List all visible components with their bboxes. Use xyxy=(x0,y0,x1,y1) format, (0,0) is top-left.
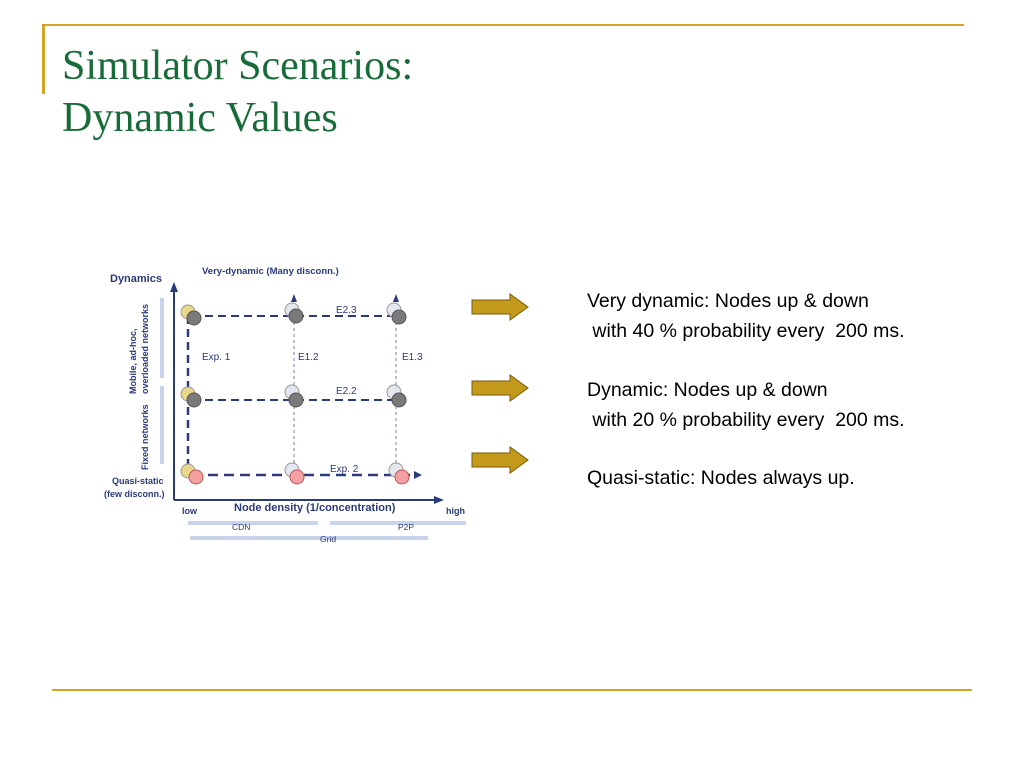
e13-label: E1.3 xyxy=(402,352,423,363)
node-mid-right xyxy=(391,392,407,408)
slide-title: Simulator Scenarios: Dynamic Values xyxy=(62,40,413,144)
e22-label: E2.2 xyxy=(336,386,357,397)
grid-range-bar xyxy=(190,536,428,540)
grid-label: Grid xyxy=(320,534,336,544)
legend-dynamic-line1: Dynamic: Nodes up & down xyxy=(587,379,828,401)
node-top-left xyxy=(186,310,202,326)
x-low-label: low xyxy=(182,506,198,516)
node-bot-right xyxy=(394,469,410,485)
bottom-accent-line xyxy=(52,689,972,691)
arrow-quasi-static-icon xyxy=(471,446,529,474)
legend-dynamic-line2: with 20 % probability every 200 ms. xyxy=(587,409,905,431)
node-bot-left xyxy=(188,469,204,485)
right-arrowhead xyxy=(393,294,399,302)
e12-label: E1.2 xyxy=(298,352,319,363)
exp2-label: Exp. 2 xyxy=(330,464,359,475)
x-high-label: high xyxy=(446,506,465,516)
legend-quasi-static-line1: Quasi-static: Nodes always up. xyxy=(587,467,855,489)
x-axis-arrowhead xyxy=(434,496,444,504)
node-top-mid xyxy=(288,308,304,324)
y-axis-title: Dynamics xyxy=(110,273,162,285)
y-side-label-lower: Fixed networks xyxy=(140,404,150,470)
legend-very-dynamic-line2: with 40 % probability every 200 ms. xyxy=(587,320,905,342)
p2p-range-bar xyxy=(330,521,466,525)
slide-title-line2: Dynamic Values xyxy=(62,95,338,141)
legend-dynamic: Dynamic: Nodes up & down with 20 % proba… xyxy=(587,375,905,435)
node-bot-mid xyxy=(289,469,305,485)
slide-title-line1: Simulator Scenarios: xyxy=(62,43,414,89)
arrow-very-dynamic-icon xyxy=(471,293,529,321)
mid-arrowhead xyxy=(291,294,297,302)
e23-label: E2.3 xyxy=(336,305,357,316)
cdn-label: CDN xyxy=(232,522,250,532)
top-accent-line xyxy=(42,24,964,26)
fixed-range-bar xyxy=(160,386,164,464)
node-mid-left xyxy=(186,392,202,408)
p2p-label: P2P xyxy=(398,522,414,532)
y-side-label-line2: overloaded networks xyxy=(140,304,150,394)
node-top-right xyxy=(391,309,407,325)
x-axis-title: Node density (1/concentration) xyxy=(234,502,396,514)
left-accent-line xyxy=(42,24,45,94)
node-mid-mid xyxy=(288,392,304,408)
legend-very-dynamic-line1: Very dynamic: Nodes up & down xyxy=(587,290,869,312)
cdn-range-bar xyxy=(188,521,318,525)
quasi-static-line1: Quasi-static xyxy=(112,476,164,486)
legend-quasi-static: Quasi-static: Nodes always up. xyxy=(587,463,855,493)
scenario-diagram: Dynamics Very-dynamic (Many disconn.) Mo… xyxy=(104,266,466,544)
legend-very-dynamic: Very dynamic: Nodes up & down with 40 % … xyxy=(587,286,905,346)
mobile-range-bar xyxy=(160,298,164,378)
exp2-arrowhead xyxy=(414,471,422,479)
exp1-label: Exp. 1 xyxy=(202,352,231,363)
quasi-static-line2: (few disconn.) xyxy=(104,489,165,499)
y-side-label-line1: Mobile, ad-hoc, xyxy=(128,328,138,394)
y-axis-arrowhead xyxy=(170,282,178,292)
top-label: Very-dynamic (Many disconn.) xyxy=(202,266,339,277)
arrow-dynamic-icon xyxy=(471,374,529,402)
